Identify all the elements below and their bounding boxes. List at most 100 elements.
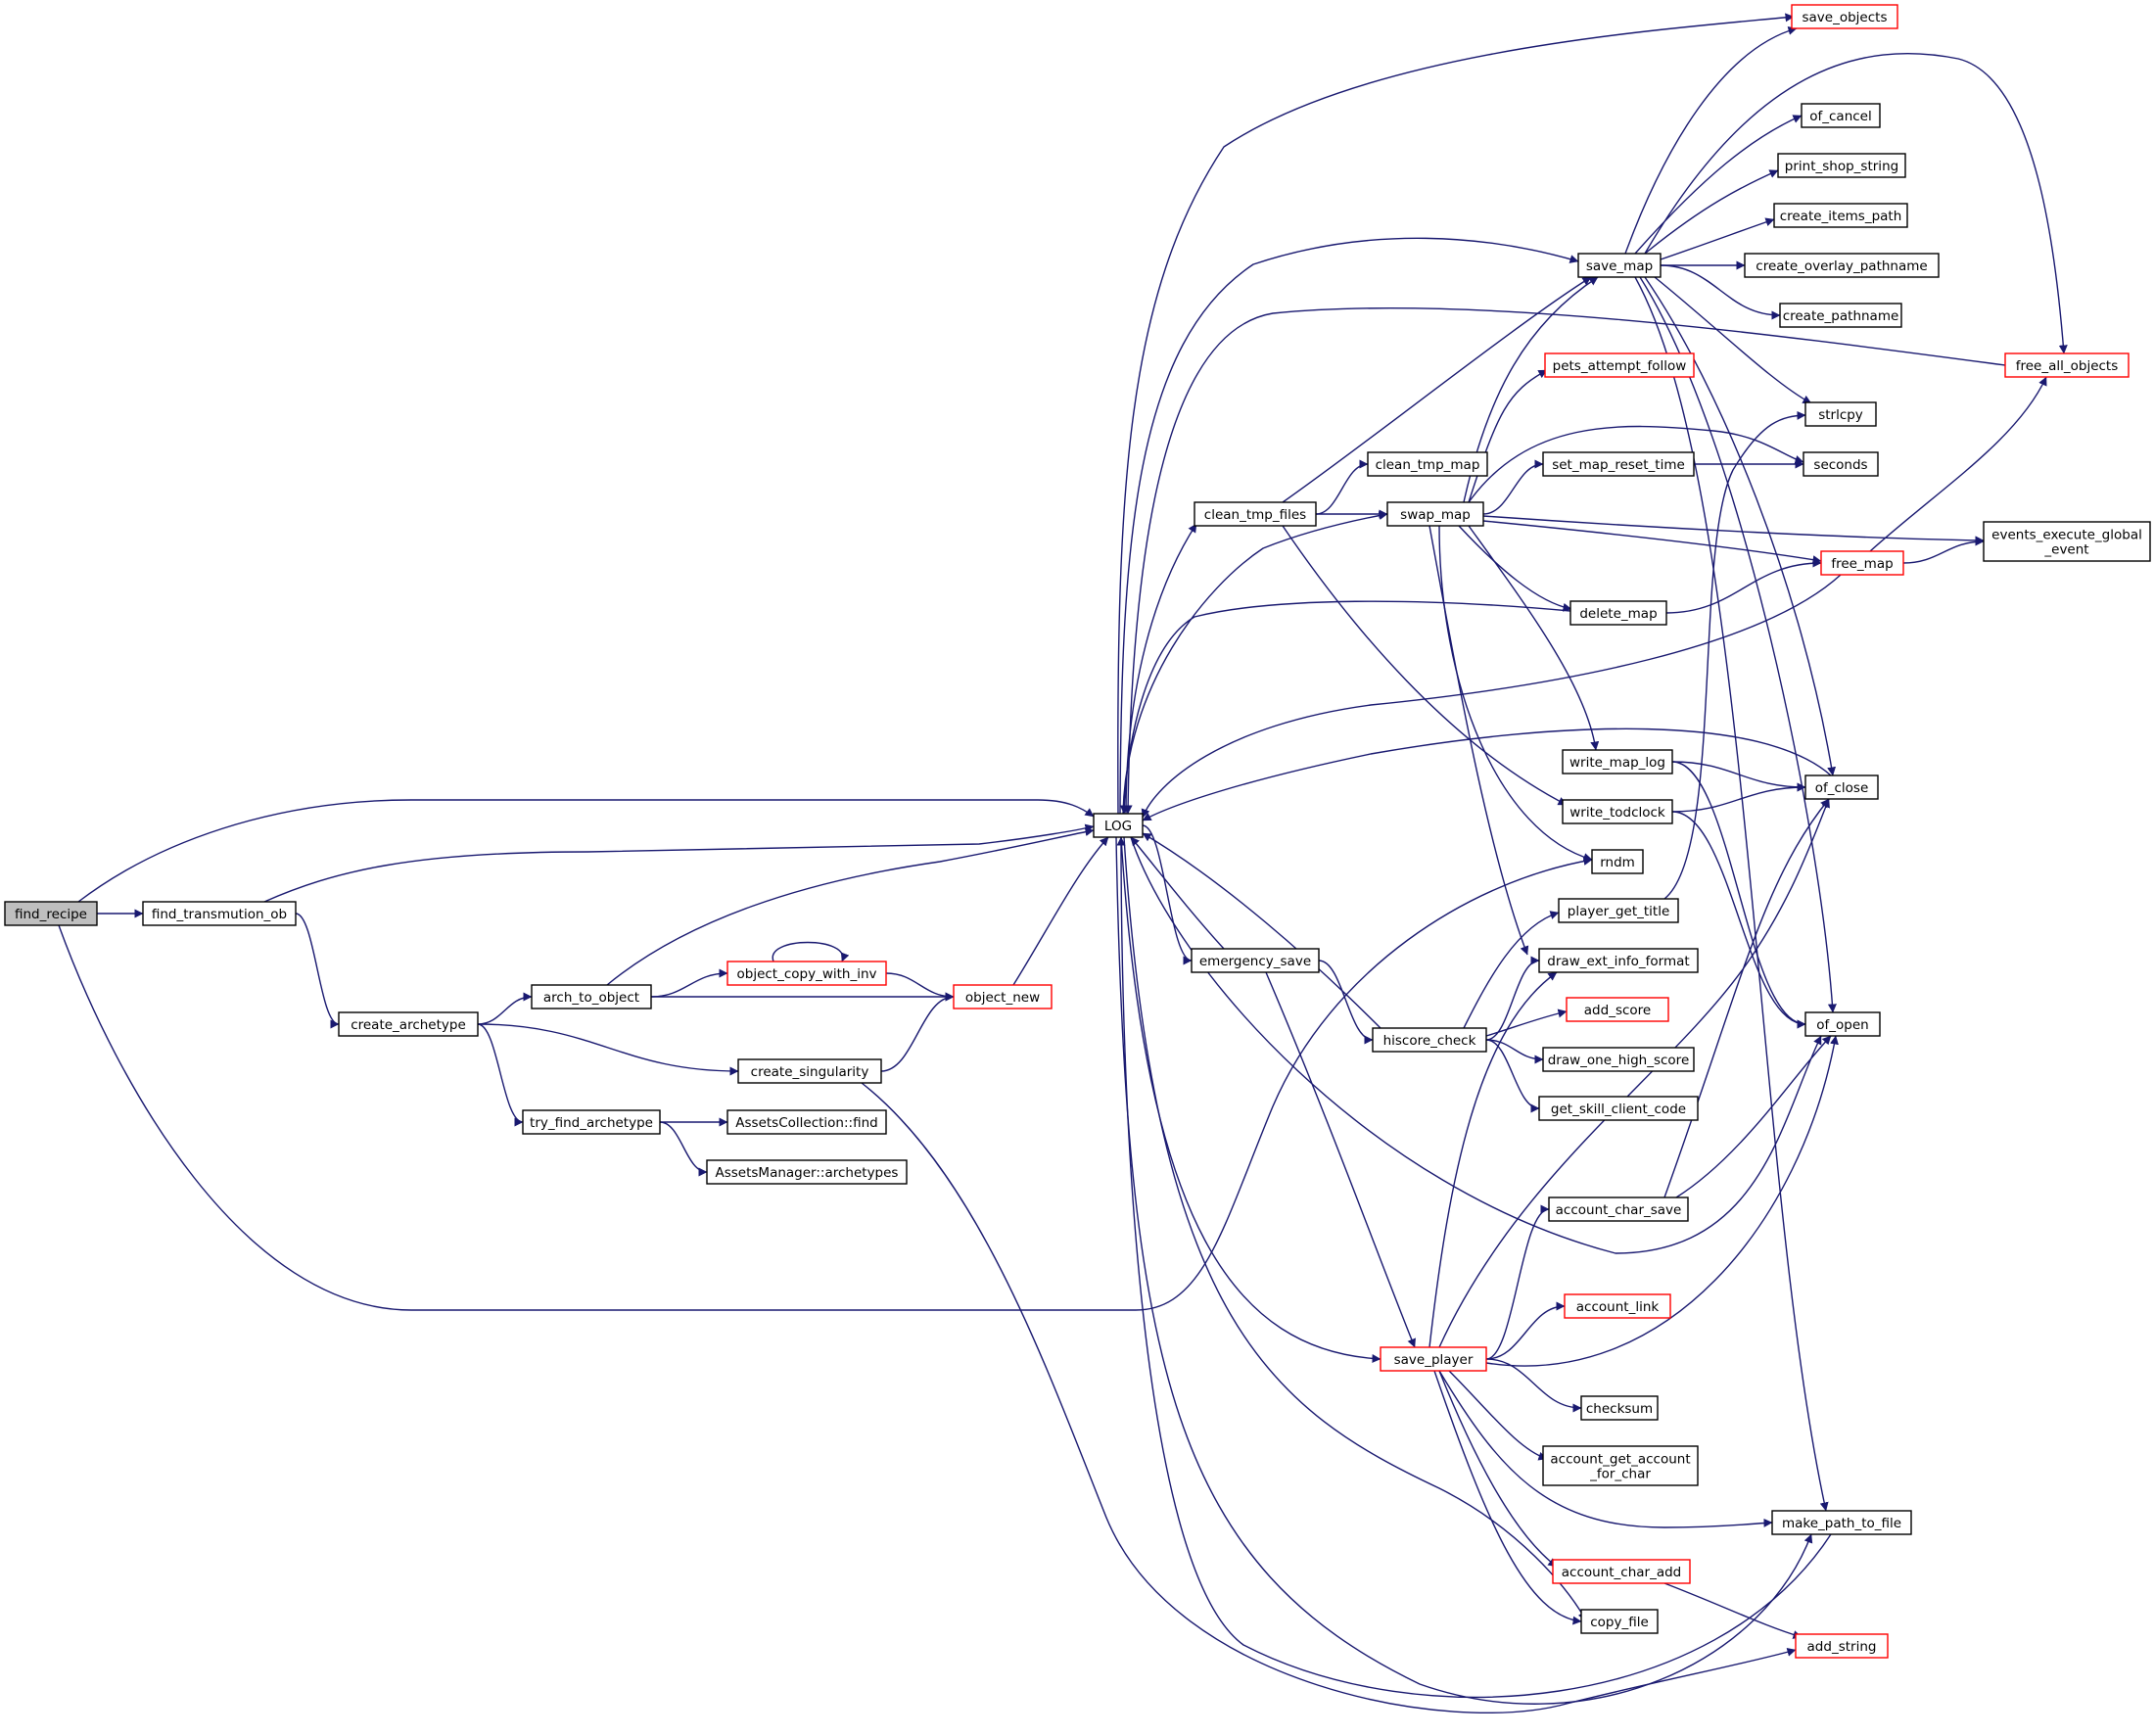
node-box bbox=[726, 1109, 887, 1135]
node-add-score[interactable]: add_score bbox=[1566, 997, 1669, 1022]
node-box bbox=[1558, 898, 1679, 923]
edge-clean_tmp_files-to-write_todclock bbox=[1282, 525, 1568, 806]
edge-swap_map-to-rndm bbox=[1438, 525, 1593, 862]
node-account-char-save[interactable]: account_char_save bbox=[1548, 1196, 1689, 1222]
node-box bbox=[1804, 401, 1877, 427]
node-arch-to-object[interactable]: arch_to_object bbox=[531, 984, 652, 1009]
node-label: clean_tmp_files bbox=[1204, 507, 1306, 523]
node-write-todclock[interactable]: write_todclock bbox=[1562, 799, 1673, 824]
node-label: write_map_log bbox=[1569, 755, 1665, 771]
node-rndm[interactable]: rndm bbox=[1591, 849, 1644, 874]
node-of-open[interactable]: of_open bbox=[1804, 1011, 1881, 1037]
node-box bbox=[1542, 1047, 1695, 1072]
node-label: object_new bbox=[965, 990, 1040, 1006]
node-save-objects[interactable]: save_objects bbox=[1791, 4, 1898, 29]
edge-swap_map-to-delete_map bbox=[1458, 525, 1572, 612]
node-account-get-account-for-char[interactable]: account_get_account_for_char bbox=[1542, 1445, 1699, 1486]
node-pets-attempt-follow[interactable]: pets_attempt_follow bbox=[1544, 352, 1695, 378]
node-label: of_open bbox=[1816, 1017, 1868, 1033]
node-object-new[interactable]: object_new bbox=[953, 984, 1053, 1009]
node-label: player_get_title bbox=[1568, 904, 1670, 919]
node-assetsmanager-archetypes[interactable]: AssetsManager::archetypes bbox=[706, 1159, 908, 1185]
node-create-items-path[interactable]: create_items_path bbox=[1773, 203, 1908, 228]
node-label: write_todclock bbox=[1569, 805, 1665, 821]
edge-create_singularity-to-object_new bbox=[880, 992, 955, 1072]
node-create-pathname[interactable]: create_pathname bbox=[1779, 303, 1902, 328]
edge-account_char_save-to-of_open bbox=[1675, 1035, 1832, 1198]
node-seconds[interactable]: seconds bbox=[1803, 451, 1879, 477]
node-save-player[interactable]: save_player bbox=[1380, 1346, 1487, 1372]
edge-save_player-to-account_get_account_for_char bbox=[1448, 1370, 1548, 1461]
edge-LOG-to-save_map bbox=[1119, 237, 1579, 815]
node-box bbox=[1566, 997, 1669, 1022]
node-box bbox=[1580, 1395, 1659, 1421]
node-get-skill-client-code[interactable]: get_skill_client_code bbox=[1538, 1096, 1699, 1121]
node-label: AssetsManager::archetypes bbox=[716, 1165, 899, 1181]
edge-object_copy_with_inv-to-object_new bbox=[885, 972, 955, 1002]
node-account-char-add[interactable]: account_char_add bbox=[1552, 1559, 1691, 1584]
node-free-map[interactable]: free_map bbox=[1820, 550, 1904, 576]
node-emergency-save[interactable]: emergency_save bbox=[1191, 948, 1320, 973]
edge-hiscore_check-to-get_skill_client_code bbox=[1485, 1039, 1540, 1113]
node-of-cancel[interactable]: of_cancel bbox=[1801, 103, 1881, 128]
edge-save_map-to-print_shop_string bbox=[1644, 169, 1779, 255]
edge-swap_map-to-events_execute_global_event bbox=[1482, 515, 1985, 545]
node-log[interactable]: LOG bbox=[1093, 813, 1144, 838]
node-strlcpy[interactable]: strlcpy bbox=[1804, 401, 1877, 427]
node-label: copy_file bbox=[1590, 1615, 1649, 1630]
node-label: checksum bbox=[1586, 1401, 1653, 1417]
node-hiscore-check[interactable]: hiscore_check bbox=[1372, 1027, 1487, 1053]
node-box bbox=[1804, 1011, 1881, 1037]
node-box bbox=[1580, 1609, 1659, 1634]
node-box bbox=[1569, 600, 1667, 626]
node-account-link[interactable]: account_link bbox=[1564, 1293, 1671, 1319]
edge-find_recipe-to-rndm bbox=[58, 857, 1593, 1311]
node-create-singularity[interactable]: create_singularity bbox=[737, 1058, 882, 1084]
node-free-all-objects[interactable]: free_all_objects bbox=[2004, 352, 2130, 378]
node-add-string[interactable]: add_string bbox=[1795, 1633, 1889, 1659]
node-label: account_char_add bbox=[1562, 1565, 1682, 1580]
node-layer: find_recipe find_transmution_ob create_arc… bbox=[4, 4, 2151, 1659]
node-find-transmution-ob[interactable]: find_transmution_ob bbox=[142, 901, 297, 926]
node-box bbox=[1744, 253, 1940, 278]
node-label: object_copy_with_inv bbox=[736, 966, 876, 982]
edge-save_player-to-of_close bbox=[1438, 798, 1830, 1348]
node-write-map-log[interactable]: write_map_log bbox=[1562, 749, 1673, 774]
node-clean-tmp-files[interactable]: clean_tmp_files bbox=[1194, 501, 1317, 527]
node-box bbox=[1552, 1559, 1691, 1584]
node-try-find-archetype[interactable]: try_find_archetype bbox=[522, 1109, 661, 1135]
node-label: AssetsCollection::find bbox=[735, 1115, 877, 1131]
node-draw-ext-info-format[interactable]: draw_ext_info_format bbox=[1538, 948, 1699, 973]
node-label: account_link bbox=[1576, 1299, 1660, 1315]
node-clean-tmp-map[interactable]: clean_tmp_map bbox=[1367, 451, 1488, 477]
node-create-overlay-pathname[interactable]: create_overlay_pathname bbox=[1744, 253, 1940, 278]
edge-free_map-to-LOG bbox=[1141, 574, 1842, 819]
node-print-shop-string[interactable]: print_shop_string bbox=[1777, 153, 1906, 178]
node-copy-file[interactable]: copy_file bbox=[1580, 1609, 1659, 1634]
node-of-close[interactable]: of_close bbox=[1804, 774, 1879, 800]
node-assetscollection-find[interactable]: AssetsCollection::find bbox=[726, 1109, 887, 1135]
node-label: save_objects bbox=[1803, 10, 1888, 25]
node-save-map[interactable]: save_map bbox=[1577, 253, 1662, 278]
edge-swap_map-to-set_map_reset_time bbox=[1482, 459, 1544, 515]
node-draw-one-high-score[interactable]: draw_one_high_score bbox=[1542, 1047, 1695, 1072]
edge-object_new-to-LOG bbox=[1012, 836, 1109, 986]
node-swap-map[interactable]: swap_map bbox=[1386, 501, 1484, 527]
node-label: of_close bbox=[1815, 780, 1869, 796]
node-checksum[interactable]: checksum bbox=[1580, 1395, 1659, 1421]
edge-save_map-to-make_path_to_file bbox=[1634, 276, 1829, 1512]
node-object-copy-with-inv[interactable]: object_copy_with_inv bbox=[726, 961, 887, 986]
edge-save_player-to-checksum bbox=[1485, 1358, 1582, 1413]
edge-free_map-to-free_all_objects bbox=[1869, 376, 2047, 552]
node-player-get-title[interactable]: player_get_title bbox=[1558, 898, 1679, 923]
node-create-archetype[interactable]: create_archetype bbox=[338, 1011, 479, 1037]
node-set-map-reset-time[interactable]: set_map_reset_time bbox=[1542, 451, 1695, 477]
node-box bbox=[1577, 253, 1662, 278]
node-delete-map[interactable]: delete_map bbox=[1569, 600, 1667, 626]
node-find-recipe[interactable]: find_recipe bbox=[4, 901, 98, 926]
node-make-path-to-file[interactable]: make_path_to_file bbox=[1771, 1510, 1912, 1535]
node-box bbox=[531, 984, 652, 1009]
node-events-execute-global-event[interactable]: events_execute_global_event bbox=[1983, 521, 2151, 562]
node-label: create_overlay_pathname bbox=[1756, 258, 1927, 274]
